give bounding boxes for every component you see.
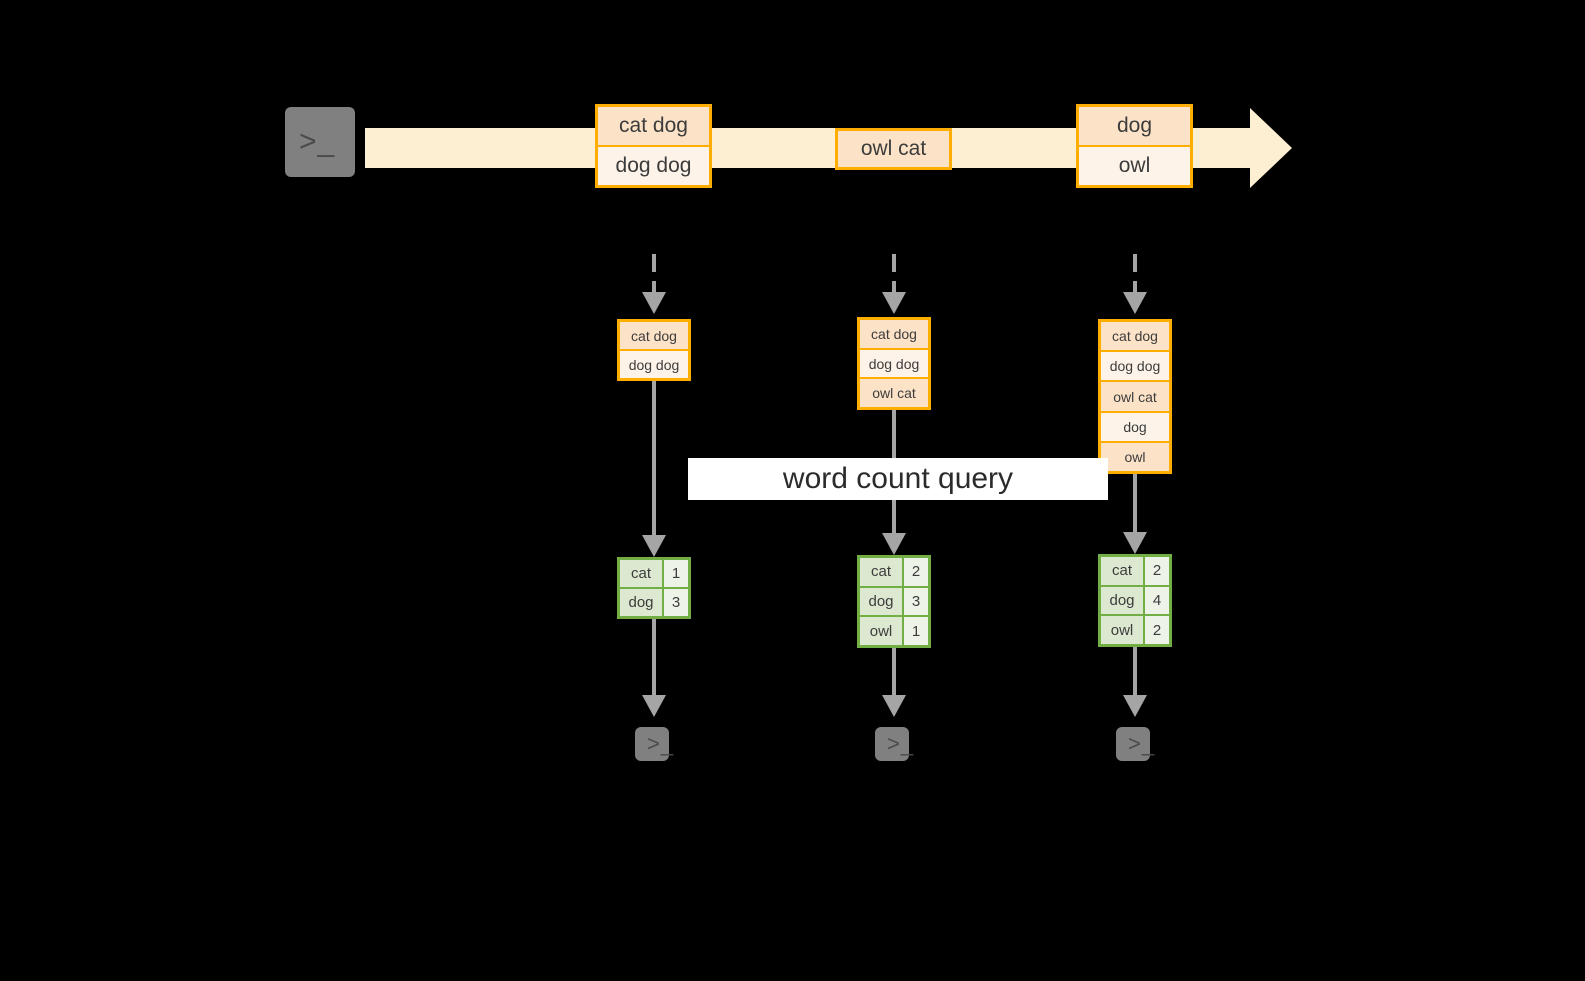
- query-label: word count query: [688, 458, 1108, 500]
- snapshot-3-records: cat dog dog dog owl cat dog owl: [1098, 319, 1172, 474]
- result-count: 4: [1145, 586, 1169, 615]
- result-word: owl: [1101, 616, 1145, 645]
- snapshot-1-query-connector: [652, 381, 656, 537]
- stream-record-line: cat dog: [598, 107, 709, 147]
- terminal-prompt-glyph: >_: [647, 731, 675, 756]
- snapshot-record-line: cat dog: [620, 322, 688, 351]
- stream-record: owl cat: [835, 128, 952, 170]
- snapshot-1-records: cat dog dog dog: [617, 319, 691, 381]
- table-row: cat 1: [620, 560, 688, 589]
- stream-arrow-head: [1250, 108, 1292, 188]
- snapshot-3-dashed-arrowhead: [1123, 292, 1147, 314]
- snapshot-2-sink-arrowhead: [882, 695, 906, 717]
- stream-record-line: dog: [1079, 107, 1190, 147]
- table-row: dog 3: [860, 587, 928, 618]
- result-count: 2: [1145, 557, 1169, 585]
- result-word: dog: [1101, 586, 1145, 615]
- snapshot-record-line: owl cat: [1101, 382, 1169, 413]
- result-word: cat: [860, 558, 904, 586]
- result-word: cat: [1101, 557, 1145, 585]
- snapshot-record-line: dog dog: [620, 351, 688, 378]
- snapshot-2-query-arrowhead: [882, 533, 906, 555]
- snapshot-1-query-arrowhead: [642, 535, 666, 557]
- table-row: cat 2: [1101, 557, 1169, 587]
- result-count: 2: [1145, 616, 1169, 645]
- result-word: dog: [860, 587, 904, 616]
- table-row: owl 1: [860, 617, 928, 646]
- result-count: 2: [904, 558, 928, 586]
- snapshot-1-dashed-arrowhead: [642, 292, 666, 314]
- result-word: owl: [860, 617, 904, 646]
- snapshot-record-line: cat dog: [860, 320, 928, 350]
- stream-record-line: owl cat: [838, 131, 949, 167]
- snapshot-record-line: dog dog: [860, 349, 928, 380]
- snapshot-1-dashed-connector: [652, 254, 656, 294]
- table-row: owl 2: [1101, 616, 1169, 645]
- snapshot-record-line: dog dog: [1101, 352, 1169, 383]
- result-word: dog: [620, 589, 664, 616]
- snapshot-3-sink-terminal-icon: >_: [1106, 717, 1160, 771]
- terminal-prompt-glyph: >_: [299, 125, 336, 158]
- snapshot-1-sink-terminal-icon: >_: [625, 717, 679, 771]
- snapshot-2-records: cat dog dog dog owl cat: [857, 317, 931, 410]
- snapshot-3-query-arrowhead: [1123, 532, 1147, 554]
- snapshot-1-sink-connector: [652, 619, 656, 697]
- result-count: 3: [904, 587, 928, 616]
- snapshot-3-dashed-connector: [1133, 254, 1137, 294]
- snapshot-2-dashed-connector: [892, 254, 896, 294]
- result-count: 1: [904, 617, 928, 646]
- result-word: cat: [620, 560, 664, 587]
- stream-record-line: owl: [1079, 147, 1190, 185]
- stream-record: dog owl: [1076, 104, 1193, 188]
- snapshot-record-line: owl: [1101, 442, 1169, 472]
- table-row: dog 3: [620, 589, 688, 616]
- snapshot-2-dashed-arrowhead: [882, 292, 906, 314]
- snapshot-2-sink-terminal-icon: >_: [865, 717, 919, 771]
- stream-record: cat dog dog dog: [595, 104, 712, 188]
- result-count: 3: [664, 589, 688, 616]
- snapshot-1-sink-arrowhead: [642, 695, 666, 717]
- snapshot-record-line: cat dog: [1101, 322, 1169, 353]
- snapshot-3-result-table: cat 2 dog 4 owl 2: [1098, 554, 1172, 647]
- stream-record-line: dog dog: [598, 147, 709, 185]
- snapshot-2-sink-connector: [892, 648, 896, 697]
- snapshot-3-sink-arrowhead: [1123, 695, 1147, 717]
- table-row: dog 4: [1101, 586, 1169, 617]
- snapshot-3-query-connector: [1133, 474, 1137, 534]
- snapshot-2-result-table: cat 2 dog 3 owl 1: [857, 555, 931, 648]
- snapshot-1-result-table: cat 1 dog 3: [617, 557, 691, 619]
- terminal-prompt-glyph: >_: [887, 731, 915, 756]
- source-terminal-icon: >_: [275, 97, 365, 187]
- snapshot-record-line: dog: [1101, 412, 1169, 443]
- result-count: 1: [664, 560, 688, 587]
- snapshot-record-line: owl cat: [860, 379, 928, 408]
- snapshot-3-sink-connector: [1133, 647, 1137, 697]
- table-row: cat 2: [860, 558, 928, 588]
- terminal-prompt-glyph: >_: [1128, 731, 1156, 756]
